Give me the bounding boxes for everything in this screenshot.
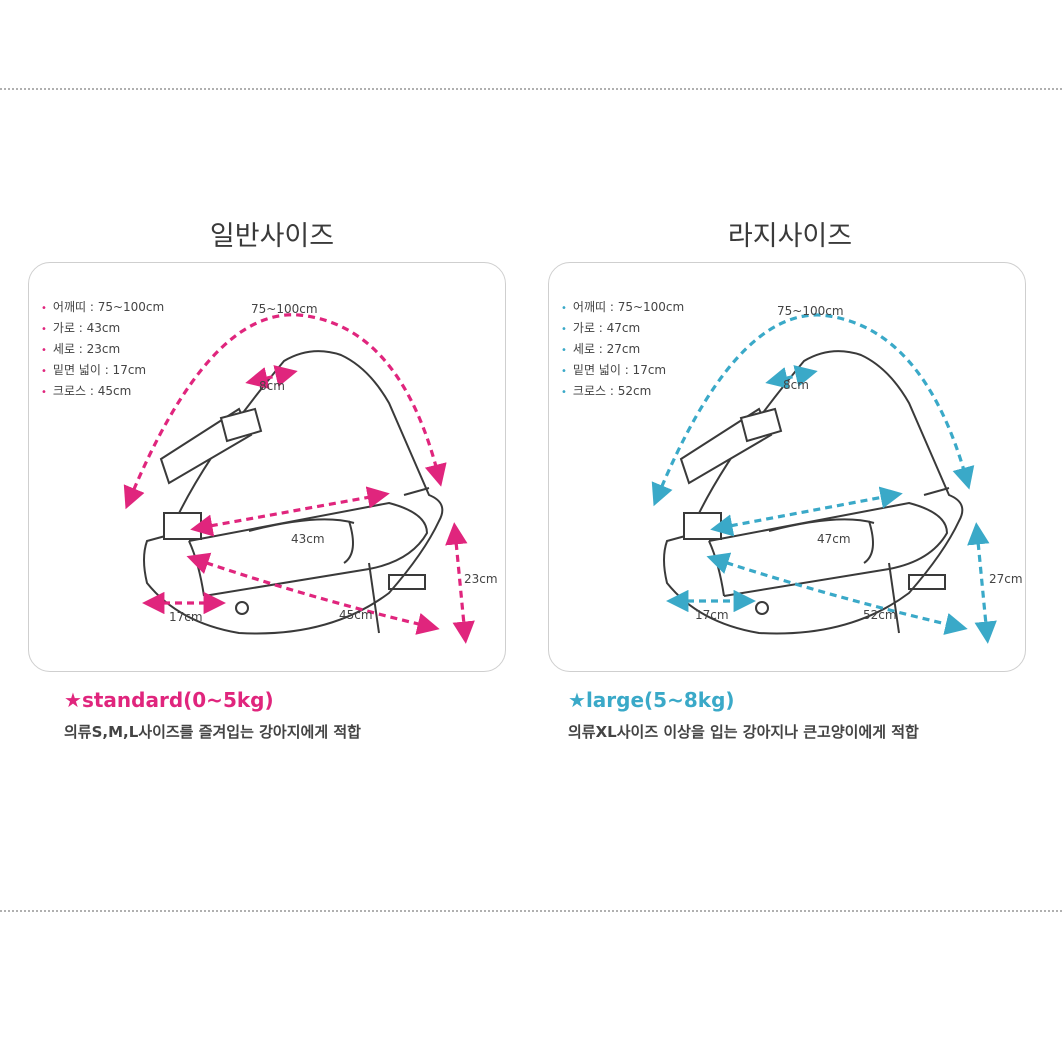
large-size-badge: ★large(5~8kg) bbox=[568, 688, 735, 712]
height-arrow bbox=[445, 522, 475, 644]
large-size-label: large(5~8kg) bbox=[585, 688, 735, 712]
spec-item: •크로스 : 45cm bbox=[41, 384, 132, 398]
large-bag-diagram: 75~100cm 8cm 47cm 27cm 17cm 52cm bbox=[651, 304, 1023, 644]
spec-item: •밑면 넓이 : 17cm bbox=[41, 363, 147, 377]
standard-size-description: 의류S,M,L사이즈를 즐겨입는 강아지에게 적합 bbox=[64, 723, 361, 741]
bottom-label: 17cm bbox=[695, 608, 729, 622]
width-label: 47cm bbox=[817, 532, 851, 546]
star-icon: ★ bbox=[64, 688, 82, 712]
height-arrow bbox=[967, 522, 997, 644]
width-arrow bbox=[710, 486, 903, 537]
spec-item: •어깨띠 : 75~100cm bbox=[41, 300, 165, 314]
spec-item: •세로 : 23cm bbox=[41, 342, 121, 356]
cross-label: 52cm bbox=[863, 608, 897, 622]
spec-item: •크로스 : 52cm bbox=[561, 384, 652, 398]
standard-size-badge: ★standard(0~5kg) bbox=[64, 688, 274, 712]
standard-size-card: 75~100cm 8cm 43cm 23cm 17cm 45cm •어깨띠 : … bbox=[28, 262, 506, 672]
strap-arrow bbox=[123, 313, 447, 510]
standard-size-title: 일반사이즈 bbox=[209, 221, 335, 252]
large-spec-list: •어깨띠 : 75~100cm •가로 : 47cm •세로 : 27cm •밑… bbox=[561, 297, 684, 402]
top-divider bbox=[0, 88, 1062, 90]
standard-size-label: standard(0~5kg) bbox=[81, 688, 274, 712]
height-label: 23cm bbox=[464, 572, 498, 586]
cross-arrow bbox=[706, 552, 968, 635]
bag-outline bbox=[663, 350, 964, 635]
standard-spec-list: •어깨띠 : 75~100cm •가로 : 43cm •세로 : 23cm •밑… bbox=[41, 297, 164, 402]
strap-length-label: 75~100cm bbox=[777, 304, 844, 318]
strap-width-label: 8cm bbox=[783, 378, 809, 392]
large-size-description: 의류XL사이즈 이상을 입는 강아지나 큰고양이에게 적합 bbox=[568, 723, 919, 741]
strap-width-label: 8cm bbox=[259, 379, 285, 393]
cross-arrow bbox=[186, 552, 440, 635]
strap-width-arrow bbox=[245, 365, 298, 389]
bottom-divider bbox=[0, 910, 1062, 912]
large-size-card: 75~100cm 8cm 47cm 27cm 17cm 52cm •어깨띠 : … bbox=[548, 262, 1026, 672]
dimension-arrows bbox=[123, 313, 475, 644]
spec-item: •어깨띠 : 75~100cm bbox=[561, 300, 685, 314]
bag-outline bbox=[143, 350, 444, 635]
height-label: 27cm bbox=[989, 572, 1023, 586]
standard-bag-diagram: 75~100cm 8cm 43cm 23cm 17cm 45cm bbox=[123, 302, 498, 644]
strap-width-arrow bbox=[765, 365, 818, 389]
large-size-title: 라지사이즈 bbox=[727, 221, 853, 252]
bottom-label: 17cm bbox=[169, 610, 203, 624]
width-arrow bbox=[190, 486, 390, 537]
cross-label: 45cm bbox=[339, 608, 373, 622]
spec-item: •세로 : 27cm bbox=[561, 342, 641, 356]
dimension-arrows bbox=[651, 313, 997, 644]
strap-length-label: 75~100cm bbox=[251, 302, 318, 316]
star-icon: ★ bbox=[568, 688, 586, 712]
width-label: 43cm bbox=[291, 532, 325, 546]
spec-item: •밑면 넓이 : 17cm bbox=[561, 363, 667, 377]
spec-item: •가로 : 47cm bbox=[561, 321, 641, 335]
spec-item: •가로 : 43cm bbox=[41, 321, 121, 335]
